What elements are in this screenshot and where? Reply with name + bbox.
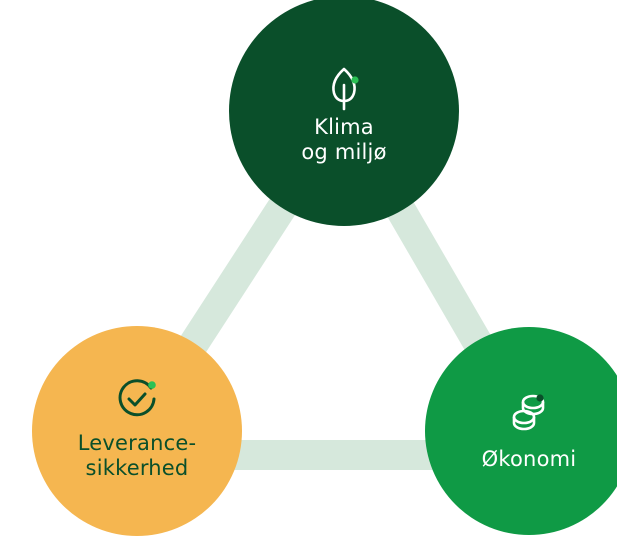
supply-security-label: Leverance- sikkerhed	[78, 431, 196, 481]
supply-security-node: Leverance- sikkerhed	[32, 326, 242, 536]
climate-node: Klima og miljø	[229, 0, 459, 226]
economy-label-line-1: Økonomi	[481, 446, 577, 471]
economy-node: Økonomi	[425, 327, 617, 535]
coins-icon	[512, 393, 545, 430]
climate-label: Klima og miljø	[301, 115, 386, 165]
check-circle-icon	[118, 379, 156, 417]
leaf-icon	[332, 67, 359, 111]
supply-security-label-line-2: sikkerhed	[85, 456, 189, 480]
climate-label-line-1: Klima	[314, 115, 374, 139]
climate-label-line-2: og miljø	[301, 140, 387, 164]
supply-security-label-line-1: Leverance-	[77, 431, 197, 455]
economy-label: Økonomi	[482, 447, 577, 472]
